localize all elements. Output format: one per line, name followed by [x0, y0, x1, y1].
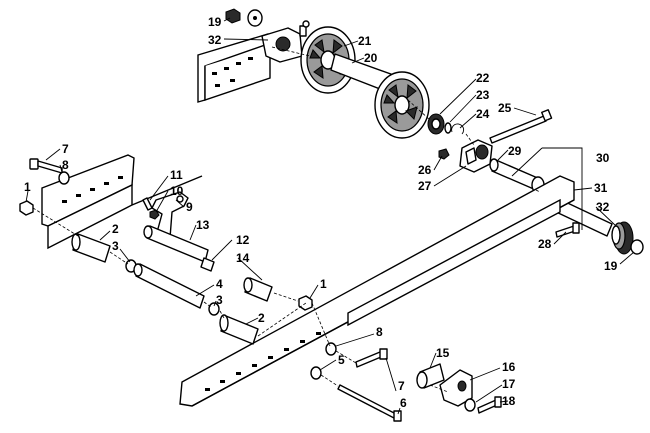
callout-18: 18: [502, 394, 516, 408]
callout-22: 22: [476, 71, 490, 85]
callout-10: 10: [170, 184, 184, 198]
washer-8-upper: [58, 171, 70, 185]
callout-9: 9: [186, 200, 193, 214]
long-bolt-6: [337, 384, 402, 422]
nut-26: [438, 148, 450, 160]
callout-19-top: 19: [208, 15, 222, 29]
bolt-7-upper: [29, 158, 63, 174]
callout-23: 23: [476, 88, 490, 102]
axle-housing-27: [459, 139, 493, 173]
callout-12: 12: [236, 233, 250, 247]
callout-30: 30: [596, 151, 610, 165]
callout-2-lower: 2: [258, 311, 265, 325]
callout-29: 29: [508, 144, 522, 158]
bolt-7-lower: [355, 348, 388, 368]
spacer-12: [200, 257, 215, 272]
callout-20: 20: [364, 51, 378, 65]
shaft-4: [133, 263, 205, 309]
callout-32-top: 32: [208, 33, 222, 47]
callout-11: 11: [170, 168, 183, 182]
shaft-29: [489, 158, 541, 191]
bolt-28: [555, 222, 580, 238]
callout-1-left: 1: [24, 180, 31, 194]
upper-bracket: [261, 20, 310, 63]
snap-ring-24: [451, 123, 465, 135]
callout-32-right: 32: [596, 200, 610, 214]
dashed-alignment-lines: [32, 46, 541, 393]
screw-11: [142, 197, 153, 211]
main-slide-rail: [41, 154, 575, 407]
cap-16: [439, 369, 473, 407]
bushing-15: [416, 363, 445, 389]
cap-19: [630, 239, 644, 255]
callout-labels: 19 32 21 20 22 23 24 25 26 27 29 30 31 3…: [24, 15, 618, 410]
callout-4: 4: [216, 277, 223, 291]
screw-18: [477, 396, 502, 414]
washer-17: [464, 398, 476, 412]
bushing-2-lower: [219, 314, 259, 345]
callout-25: 25: [498, 101, 512, 115]
callout-16: 16: [502, 360, 516, 374]
washer-8-lower: [325, 342, 337, 356]
callout-15: 15: [436, 346, 450, 360]
nut-1-left: [19, 200, 34, 216]
bushing-2-upper: [71, 233, 111, 263]
callout-21: 21: [358, 34, 372, 48]
callout-1-center: 1: [320, 277, 327, 291]
idler-wheel-rear: [374, 71, 430, 139]
callout-8-top: 8: [62, 158, 69, 172]
callout-19-right: 19: [604, 259, 618, 273]
callout-14: 14: [236, 251, 250, 265]
callout-28: 28: [538, 237, 552, 251]
callout-6: 6: [400, 396, 407, 410]
callout-5: 5: [338, 353, 345, 367]
washer-3-lower: [208, 302, 220, 316]
bearing-22: [427, 113, 445, 135]
upper-nut-19: [225, 8, 241, 24]
callout-31: 31: [594, 181, 608, 195]
callout-27: 27: [418, 179, 432, 193]
callout-7-top: 7: [62, 142, 69, 156]
callout-13: 13: [196, 218, 210, 232]
callout-3-upper: 3: [112, 239, 119, 253]
callout-leaders: [25, 17, 635, 415]
upper-washer-32: [247, 9, 263, 27]
bolt-25: [489, 109, 553, 144]
callout-26: 26: [418, 163, 432, 177]
callout-3-lower: 3: [216, 293, 223, 307]
callout-7-lower: 7: [398, 379, 405, 393]
callout-24: 24: [476, 107, 490, 121]
washer-5: [310, 366, 322, 380]
hub-32: [611, 221, 634, 255]
callout-2-upper: 2: [112, 222, 119, 236]
spacer-23: [444, 122, 452, 134]
callout-8-lower: 8: [376, 325, 383, 339]
tube-14: [243, 277, 273, 302]
callout-17: 17: [502, 377, 516, 391]
